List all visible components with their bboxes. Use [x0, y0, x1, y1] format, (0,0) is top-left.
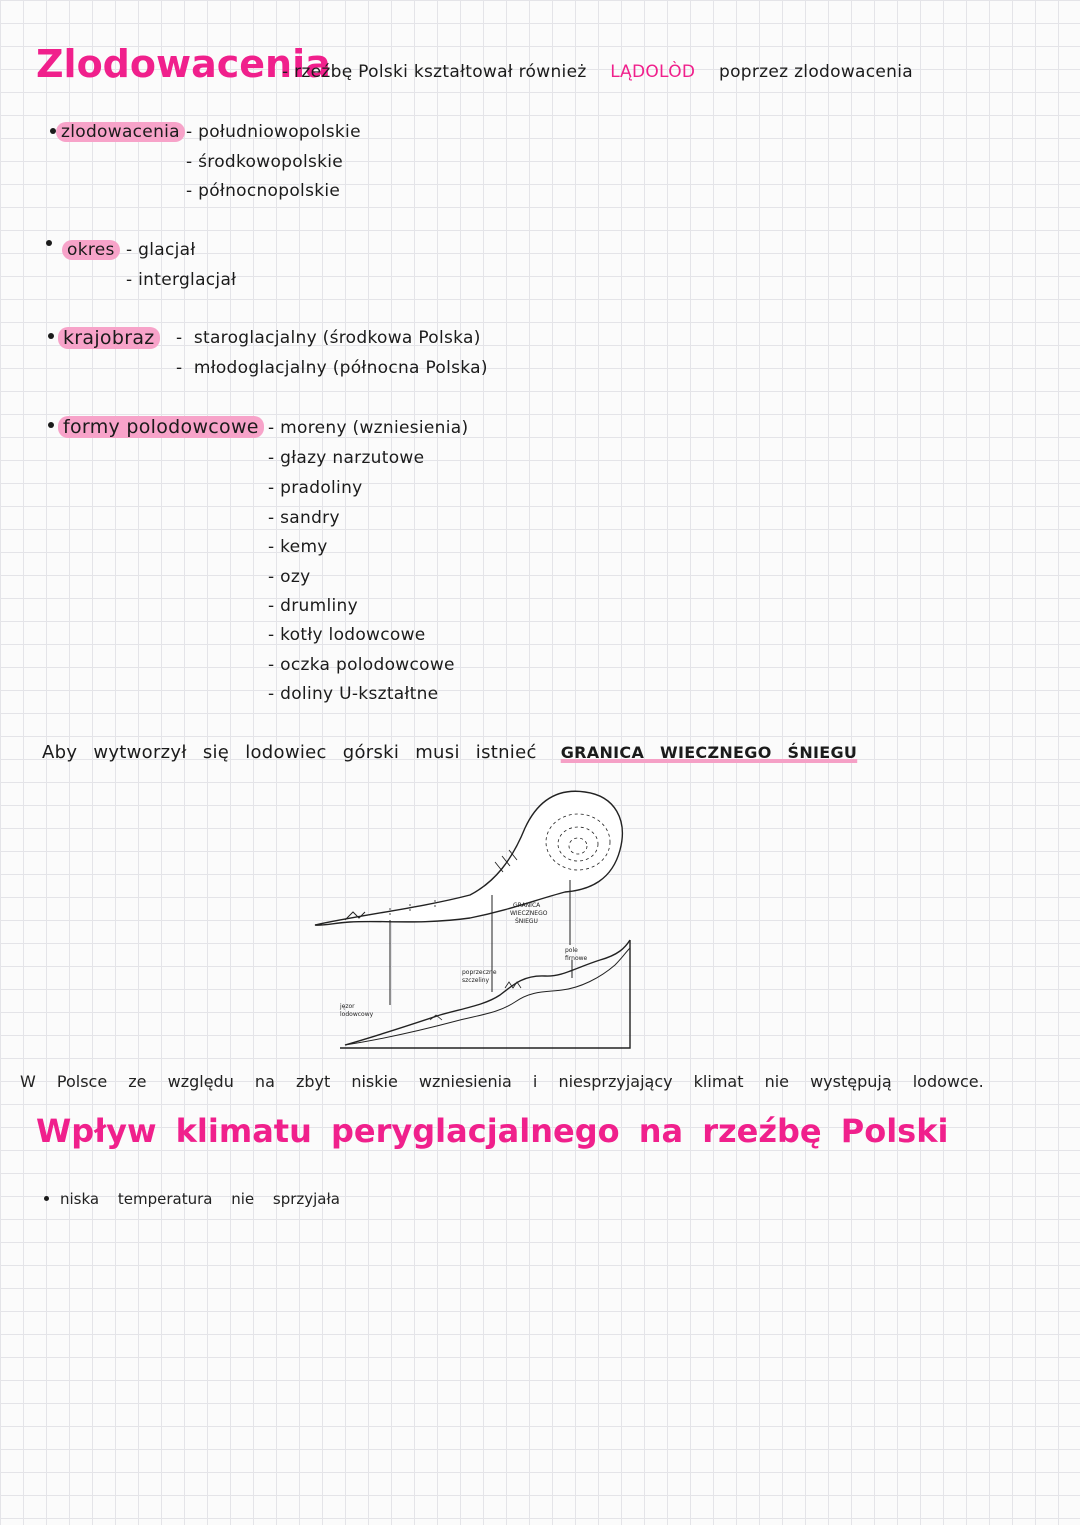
label-firn: firnowe [565, 955, 588, 962]
poland-note: W Polsce ze względu na zbyt niskie wznie… [20, 1072, 984, 1091]
label-crevasses: szczeliny [462, 977, 490, 984]
bullet-dot [44, 1196, 49, 1201]
list-item: - doliny U-kształtne [268, 684, 439, 704]
bullet-dot [48, 333, 54, 339]
label-snow-line: GRANICA [513, 902, 541, 909]
list-item: - glacjał [126, 240, 196, 260]
bullet-dot [50, 128, 56, 134]
bullet-dot [46, 240, 52, 246]
list-item: - moreny (wzniesienia) [268, 418, 469, 438]
list-item: - pradoliny [268, 478, 363, 498]
list-item: - północnopolskie [186, 181, 341, 201]
list-item: - ozy [268, 567, 311, 587]
section-subtitle: Wpływ klimatu peryglacjalnego na rzeźbę … [36, 1112, 949, 1150]
label-tongue: jęzor [339, 1003, 355, 1010]
bullet-dot [48, 422, 54, 428]
label-snow-line: WIECZNEGO [510, 910, 548, 917]
label-crevasses: poprzeczne [462, 969, 497, 976]
list-item: - drumliny [268, 596, 358, 616]
list-item: - interglacjał [126, 270, 237, 290]
list-item: - południowopolskie [186, 122, 361, 142]
snow-line-emphasis: GRANICA WIECZNEGO ŚNIEGU [560, 743, 858, 762]
glacier-sentence: Aby wytworzył się lodowiec górski musi i… [42, 742, 858, 763]
glacier-profile [340, 939, 631, 1049]
list-item: - młodoglacjalny (północna Polska) [176, 358, 488, 378]
list-item: - głazy narzutowe [268, 448, 425, 468]
section-okres-label: okres [62, 240, 120, 260]
section-zlodowacenia-label: zlodowacenia [56, 122, 185, 142]
label-snow-line: ŚNIEGU [515, 918, 538, 925]
section-formy-label: formy polodowcowe [58, 416, 264, 438]
intro-highlight: LĄDOLÒD [610, 62, 696, 82]
bullet-text: niska temperatura nie sprzyjała [60, 1190, 340, 1208]
intro-line: - rzeźbę Polski kształtował również LĄDO… [282, 62, 913, 82]
glacier-diagram: GRANICA WIECZNEGO ŚNIEGU pole firnowe po… [314, 790, 631, 1049]
list-item: - sandry [268, 508, 340, 528]
page-title: Zlodowacenia [36, 42, 331, 86]
list-item: - środkowopolskie [186, 152, 344, 172]
section-krajobraz-label: krajobraz [58, 327, 160, 349]
glacier-plan-view [314, 790, 624, 1005]
label-firn: pole [565, 947, 578, 954]
intro-suffix: poprzez zlodowacenia [719, 62, 913, 82]
intro-prefix: - rzeźbę Polski kształtował również [282, 62, 587, 82]
list-item: - kotły lodowcowe [268, 625, 426, 645]
list-item: - oczka polodowcowe [268, 655, 455, 675]
list-item: - kemy [268, 537, 328, 557]
list-item: - staroglacjalny (środkowa Polska) [176, 328, 481, 348]
label-tongue: lodowcowy [340, 1011, 374, 1018]
